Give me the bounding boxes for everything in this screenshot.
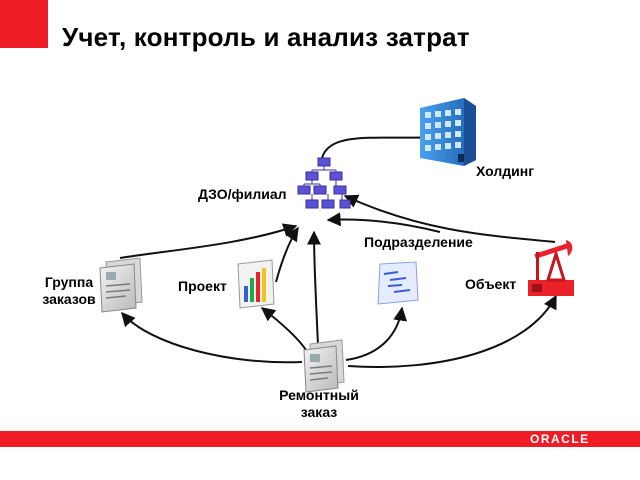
arrow-repair-to-object xyxy=(347,294,557,368)
node-subdivision-label: Подразделение xyxy=(364,234,473,250)
oracle-logo: ORACLE xyxy=(530,432,590,446)
node-repair-order-line1: Ремонтный xyxy=(279,387,359,403)
document-stack-icon xyxy=(99,257,143,313)
node-object-label: Объект xyxy=(465,276,517,292)
arrow-subdivision-to-dzo xyxy=(326,212,441,233)
footer-bar xyxy=(0,431,640,447)
document-stack-icon xyxy=(303,339,345,393)
org-chart-icon xyxy=(297,157,351,209)
node-order-group-label: Группа заказов xyxy=(38,274,100,308)
node-project-label: Проект xyxy=(178,278,227,294)
node-repair-order-label: Ремонтный заказ xyxy=(268,387,370,421)
arrow-project-to-dzo xyxy=(275,226,299,283)
node-dzo-label: ДЗО/филиал xyxy=(198,186,287,202)
node-repair-order-line2: заказ xyxy=(300,404,338,420)
arrow-object-to-dzo xyxy=(343,194,556,243)
node-holding-label: Холдинг xyxy=(476,163,535,179)
building-icon xyxy=(420,98,476,166)
node-order-group-line2: заказов xyxy=(42,291,96,307)
arrow-repair-to-project xyxy=(260,307,307,351)
node-order-group-line1: Группа xyxy=(44,274,94,290)
report-icon xyxy=(377,261,419,305)
brand-square xyxy=(0,0,48,48)
arrow-repair-to-group xyxy=(121,311,303,364)
arrow-repair-to-subdivision xyxy=(345,306,408,361)
bar-chart-icon xyxy=(237,259,275,309)
arrows xyxy=(119,130,557,368)
oil-pump-icon xyxy=(528,240,574,296)
arrow-group-to-dzo xyxy=(119,223,298,259)
arrow-repair-to-dzo xyxy=(307,230,322,346)
page-title: Учет, контроль и анализ затрат xyxy=(62,22,470,52)
